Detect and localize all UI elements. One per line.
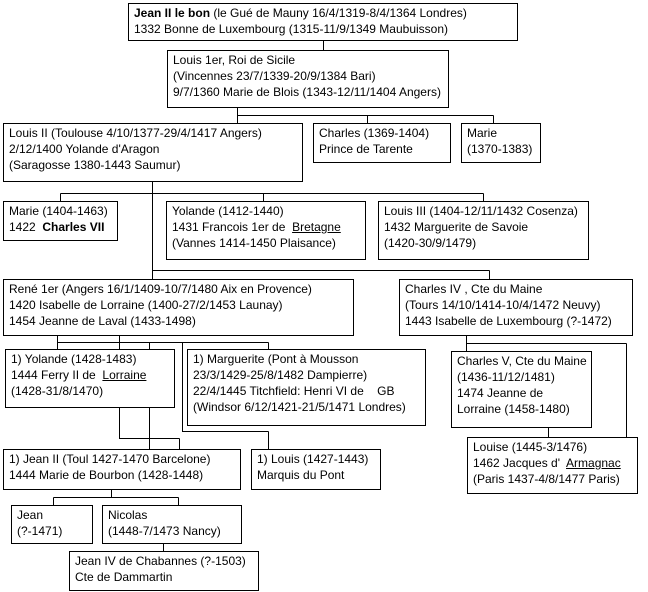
person-name: Nicolas	[108, 508, 148, 522]
person-title: Prince de Tarente	[319, 142, 413, 156]
person-louis-ii: Louis II (Toulouse 4/10/1377-29/4/1417 A…	[3, 123, 303, 182]
spouse-link[interactable]: Lorraine	[102, 368, 147, 382]
person-louise: Louise (1445-3/1476) 1462 Jacques d' Arm…	[467, 437, 638, 494]
person-details: (1448-7/1473 Nancy)	[108, 524, 221, 538]
spouse-line: 1474 Jeanne de	[457, 386, 544, 400]
spouse-line: 1332 Bonne de Luxembourg (1315-11/9/1349…	[134, 22, 449, 36]
person-charles-v: Charles V, Cte du Maine (1436-11/12/1481…	[451, 351, 592, 428]
person-name: Yolande (1412-1440)	[172, 204, 284, 218]
person-details: (1370-1383)	[467, 142, 533, 156]
person-rene-1er: René 1er (Angers 16/1/1409-10/7/1480 Aix…	[3, 279, 354, 336]
person-details: (1436-11/12/1481)	[457, 370, 555, 384]
person-name: Marie	[467, 126, 498, 140]
person-details: (Tours 14/10/1414-10/4/1472 Neuvy)	[405, 298, 601, 312]
spouse-details: (1428-31/8/1470)	[11, 384, 104, 398]
spouse-details: (Windsor 6/12/1421-21/5/1471 Londres)	[193, 400, 406, 414]
person-name: 1) Louis (1427-1443)	[257, 452, 369, 466]
spouse-name: Charles VII	[42, 220, 105, 234]
spouse-line: 1443 Isabelle de Luxembourg (?-1472)	[405, 314, 612, 328]
spouse-line: 1454 Jeanne de Laval (1433-1498)	[9, 314, 196, 328]
spouse-link[interactable]: Armagnac	[566, 456, 621, 470]
marriage-year: 1422	[9, 220, 43, 234]
person-details: (Vincennes 23/7/1339-20/9/1384 Bari)	[173, 69, 376, 83]
person-charles-iv: Charles IV , Cte du Maine (Tours 14/10/1…	[399, 279, 633, 336]
person-name: 1) Jean II (Toul 1427-1470 Barcelone)	[9, 452, 211, 466]
spouse-line: 22/4/1445 Titchfield: Henri VI de GB	[193, 384, 395, 398]
person-jean-1471: Jean (?-1471)	[11, 505, 93, 544]
person-name: Louis III (1404-12/11/1432 Cosenza)	[384, 204, 578, 218]
person-name: Jean	[17, 508, 44, 522]
person-marie-1404: Marie (1404-1463) 1422 Charles VII	[3, 201, 118, 241]
spouse-line: 2/12/1400 Yolande d'Aragon	[9, 142, 160, 156]
spouse-details: (Paris 1437-4/8/1477 Paris)	[473, 472, 620, 486]
person-name: Charles IV , Cte du Maine	[405, 282, 543, 296]
spouse-line: 1444 Ferry II de	[11, 368, 103, 382]
person-name: Charles V, Cte du Maine	[457, 354, 587, 368]
person-title: Marquis du Pont	[257, 468, 345, 482]
person-title: Cte de Dammartin	[75, 570, 173, 584]
spouse-line: 1431 Francois 1er de	[172, 220, 293, 234]
spouse-line: 1462 Jacques d'	[473, 456, 567, 470]
person-name: 1) Yolande (1428-1483)	[11, 352, 137, 366]
spouse-line: 9/7/1360 Marie de Blois (1343-12/11/1404…	[173, 85, 441, 99]
spouse-details: Lorraine (1458-1480)	[457, 402, 570, 416]
person-name: Louise (1445-3/1476)	[473, 440, 588, 454]
person-name: 1) Marguerite (Pont à Mousson	[193, 352, 359, 366]
person-jean-ii-toul: 1) Jean II (Toul 1427-1470 Barcelone) 14…	[3, 449, 241, 490]
person-marie-1370: Marie (1370-1383)	[461, 123, 541, 163]
person-name: Jean IV de Chabannes (?-1503)	[75, 554, 246, 568]
person-louis-1er: Louis 1er, Roi de Sicile (Vincennes 23/7…	[167, 50, 449, 108]
person-marguerite: 1) Marguerite (Pont à Mousson 23/3/1429-…	[187, 349, 426, 426]
person-name: Marie (1404-1463)	[9, 204, 108, 218]
person-yolande-1412: Yolande (1412-1440) 1431 Francois 1er de…	[166, 201, 366, 260]
person-jean-iv-chabannes: Jean IV de Chabannes (?-1503) Cte de Dam…	[69, 551, 259, 591]
person-louis-1427: 1) Louis (1427-1443) Marquis du Pont	[251, 449, 381, 490]
person-name: Charles (1369-1404)	[319, 126, 430, 140]
person-name: Louis II (Toulouse 4/10/1377-29/4/1417 A…	[9, 126, 262, 140]
person-details: 23/3/1429-25/8/1482 Dampierre)	[193, 368, 368, 382]
spouse-details: (1420-30/9/1479)	[384, 236, 477, 250]
person-details: (le Gué de Mauny 16/4/1319-8/4/1364 Lond…	[210, 6, 467, 20]
person-name: Jean II le bon	[134, 6, 211, 20]
spouse-line: 1432 Marguerite de Savoie	[384, 220, 529, 234]
spouse-details: (Saragosse 1380-1443 Saumur)	[9, 158, 181, 172]
spouse-line: 1420 Isabelle de Lorraine (1400-27/2/145…	[9, 298, 283, 312]
person-name: René 1er (Angers 16/1/1409-10/7/1480 Aix…	[9, 282, 312, 296]
person-name: Louis 1er, Roi de Sicile	[173, 53, 296, 67]
person-yolande-1428: 1) Yolande (1428-1483) 1444 Ferry II de …	[5, 349, 175, 408]
spouse-link[interactable]: Bretagne	[292, 220, 341, 234]
person-details: (?-1471)	[17, 524, 63, 538]
spouse-details: (Vannes 1414-1450 Plaisance)	[172, 236, 336, 250]
person-louis-iii: Louis III (1404-12/11/1432 Cosenza) 1432…	[378, 201, 589, 260]
person-nicolas: Nicolas (1448-7/1473 Nancy)	[102, 505, 242, 544]
person-charles-tarente: Charles (1369-1404) Prince de Tarente	[313, 123, 451, 163]
spouse-line: 1444 Marie de Bourbon (1428-1448)	[9, 468, 204, 482]
person-jean-ii-le-bon: Jean II le bon (le Gué de Mauny 16/4/131…	[128, 3, 518, 41]
